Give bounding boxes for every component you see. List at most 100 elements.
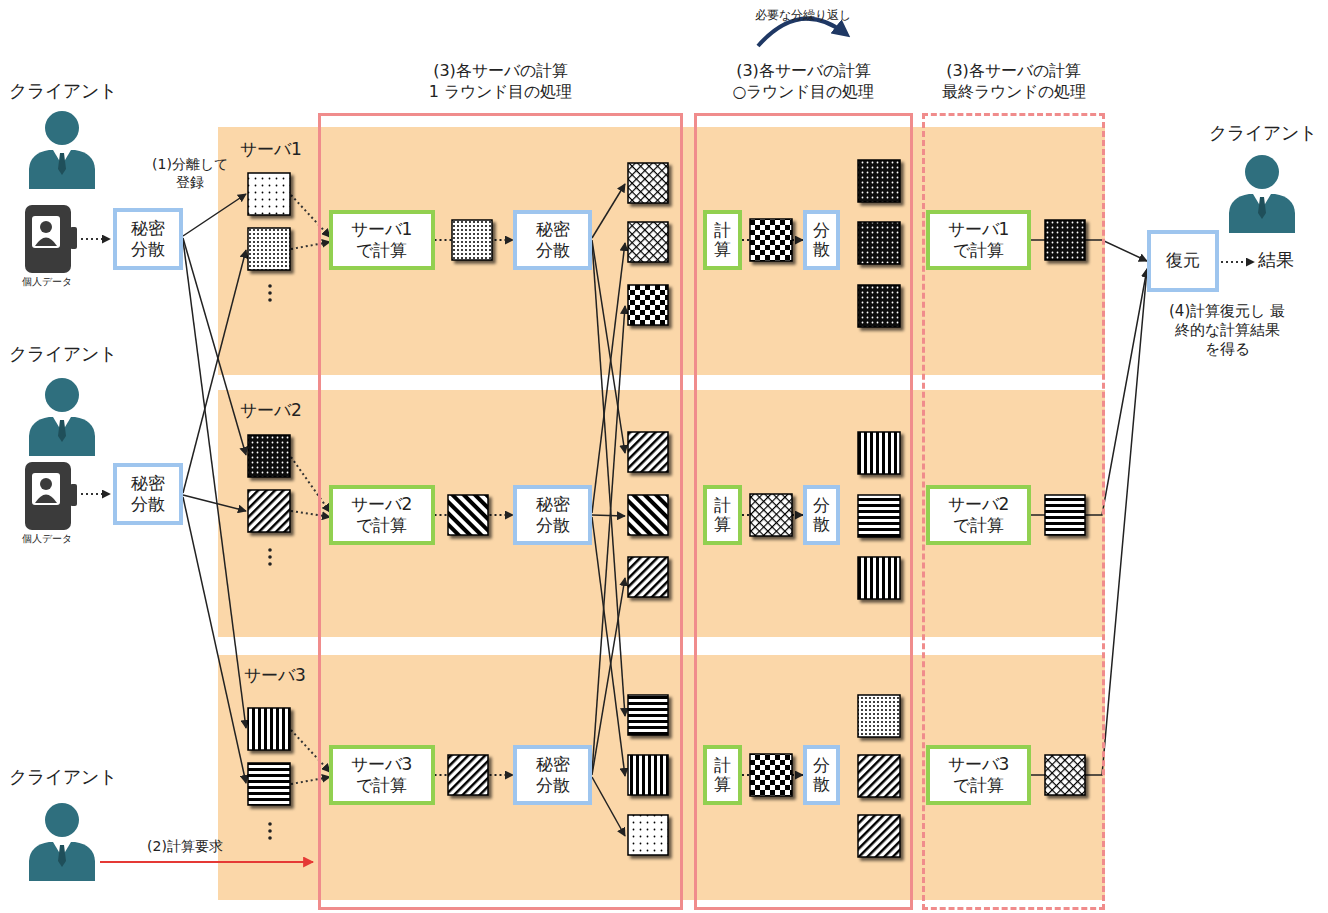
step-label: (2)計算要求 [120, 838, 250, 856]
frame-heading: (3)各サーバの計算 最終ラウンドの処理 [940, 61, 1088, 103]
compute-box: サーバ3 で計算 [926, 745, 1031, 805]
box-text: 復元 [1166, 250, 1200, 271]
secret-share-box: 秘密 分散 [513, 210, 592, 270]
frame-heading: (3)各サーバの計算 ○ラウンド目の処理 [730, 61, 878, 103]
share-square [248, 490, 290, 532]
share-distribution-line [183, 495, 246, 511]
share-square [628, 557, 668, 597]
box-text: サーバ3 で計算 [339, 754, 425, 797]
server-band-fill [218, 127, 1105, 375]
share-square [858, 432, 900, 474]
share-box: 分散 [803, 210, 840, 270]
share-square [1045, 220, 1085, 260]
share-distribution-line [592, 184, 625, 238]
share-distribution-line [183, 194, 246, 236]
share-square [248, 708, 290, 750]
share-distribution-line [183, 497, 246, 783]
share-square [750, 219, 792, 261]
secret-share-box: 秘密 分散 [113, 463, 183, 525]
server-band-fill [218, 655, 1105, 900]
client-label: クライアント [1200, 122, 1325, 145]
label-slot: クライアント [0, 343, 125, 366]
box-text: 秘密 分散 [533, 754, 573, 797]
share-distribution-line [183, 184, 625, 836]
share-square [750, 754, 792, 796]
ellipsis-dots [268, 829, 272, 833]
label-slot: クライアント [1200, 122, 1325, 145]
dotted-arrow [291, 195, 330, 237]
share-distribution-line [592, 517, 625, 776]
round-frame: (3)各サーバの計算 最終ラウンドの処理サーバ1 で計算サーバ2 で計算サーバ3… [922, 113, 1105, 910]
share-square [628, 755, 668, 795]
label-slot: 結果 [1258, 249, 1314, 272]
share-square [858, 815, 900, 857]
ellipsis-dots [268, 284, 272, 840]
share-square [750, 494, 792, 536]
dotted-arrow [291, 457, 330, 512]
box-text: 秘密 分散 [533, 494, 573, 537]
server-band-fill [218, 127, 1105, 900]
client-label: クライアント [0, 80, 125, 103]
label-slot: 個人データ [8, 276, 86, 289]
client-label: クライアント [0, 343, 125, 366]
client-icon [29, 111, 95, 189]
compute-box: サーバ3 で計算 [329, 745, 435, 805]
share-square [628, 285, 668, 325]
share-distribution-line [592, 777, 625, 836]
ellipsis-dots [268, 555, 272, 559]
box-text: 分散 [813, 756, 830, 793]
compute-box: サーバ1 で計算 [926, 210, 1031, 270]
personal-data-icon [25, 462, 77, 530]
client-icon [29, 803, 95, 881]
share-square [248, 228, 290, 270]
connector [1031, 269, 1147, 515]
share-distribution-line [183, 250, 246, 493]
icon-caption: 個人データ [8, 276, 86, 289]
compute-box: サーバ1 で計算 [329, 210, 435, 270]
share-distribution-line [183, 240, 246, 728]
label-slot: (4)計算復元し 最終的な計算結果を得る [1168, 302, 1286, 358]
secret-share-box: 秘密 分散 [113, 208, 183, 270]
dotted-arrow [81, 195, 1254, 784]
box-text: 秘密 分散 [533, 219, 573, 262]
share-square [628, 163, 668, 203]
box-text: サーバ3 で計算 [936, 754, 1022, 797]
dotted-arrow [81, 238, 110, 240]
box-text: サーバ1 で計算 [339, 219, 425, 262]
share-square [1045, 495, 1085, 535]
share-distribution-line [592, 240, 625, 453]
note-text: 必要な分繰り返し [728, 8, 878, 23]
label-slot: クライアント [0, 80, 125, 103]
label-slot: クライアント [0, 766, 125, 789]
box-text: 計算 [714, 496, 731, 533]
client-icon [29, 378, 95, 456]
dotted-arrow [291, 730, 330, 772]
ellipsis-dots [268, 562, 272, 566]
share-square [858, 495, 900, 537]
result-label: 結果 [1258, 249, 1314, 272]
band-title: サーバ1 [240, 139, 302, 159]
box-text: 秘密 分散 [128, 218, 168, 261]
share-square [248, 763, 290, 805]
frame-heading: (3)各サーバの計算 1 ラウンド目の処理 [427, 61, 575, 103]
ellipsis-dots [268, 291, 272, 295]
compute-box: 計算 [703, 210, 742, 270]
band-title: サーバ2 [240, 400, 302, 420]
ellipsis-dots [268, 298, 272, 302]
label-slot: 個人データ [8, 533, 86, 546]
personal-data-icon [25, 205, 77, 530]
share-square [858, 222, 900, 264]
client-icon [1229, 155, 1295, 233]
secret-share-box: 秘密 分散 [513, 745, 592, 805]
share-square [858, 755, 900, 797]
share-square [248, 160, 1085, 857]
share-square [1045, 755, 1085, 795]
share-distribution-line [592, 578, 625, 775]
box-text: サーバ2 で計算 [936, 494, 1022, 537]
box-text: サーバ1 で計算 [936, 219, 1022, 262]
step-label: (1)分離して 登録 [142, 156, 238, 191]
share-distribution-line [592, 306, 625, 773]
share-square [452, 220, 492, 260]
share-square [858, 695, 900, 737]
